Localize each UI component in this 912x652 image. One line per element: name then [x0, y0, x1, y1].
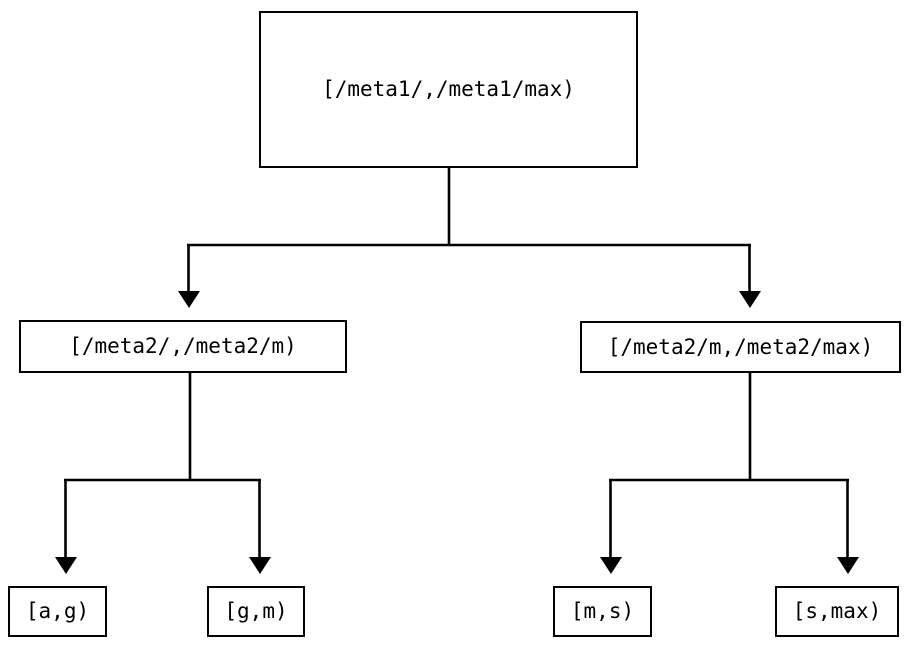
arrowhead-root-to-left-level2	[178, 291, 200, 308]
node-leaf-ms-label: [m,s)	[570, 599, 635, 623]
node-leaf-ms[interactable]: [m,s)	[553, 586, 652, 637]
node-leaf-smax-label: [s,max)	[792, 599, 882, 623]
node-leaf-gm[interactable]: [g,m)	[207, 586, 305, 637]
node-leaf-ag-label: [a,g)	[25, 599, 90, 623]
node-level2-left-label: [/meta2/,/meta2/m)	[69, 334, 297, 358]
arrowhead-right-level2-to-leaf-smax	[837, 557, 859, 574]
node-level2-right[interactable]: [/meta2/m,/meta2/max)	[580, 321, 901, 373]
node-leaf-smax[interactable]: [s,max)	[775, 586, 899, 637]
node-level2-right-label: [/meta2/m,/meta2/max)	[607, 334, 874, 359]
arrowhead-left-level2-to-leaf-ag	[55, 557, 77, 574]
node-leaf-gm-label: [g,m)	[224, 599, 288, 623]
node-root[interactable]: [/meta1/,/meta1/max)	[259, 11, 638, 168]
arrowhead-right-level2-to-leaf-ms	[600, 557, 622, 574]
node-level2-left[interactable]: [/meta2/,/meta2/m)	[19, 320, 347, 373]
node-leaf-ag[interactable]: [a,g)	[8, 586, 107, 637]
node-root-label: [/meta1/,/meta1/max)	[322, 77, 575, 101]
arrowhead-root-to-right-level2	[739, 291, 761, 308]
arrowhead-left-level2-to-leaf-gm	[249, 557, 271, 574]
